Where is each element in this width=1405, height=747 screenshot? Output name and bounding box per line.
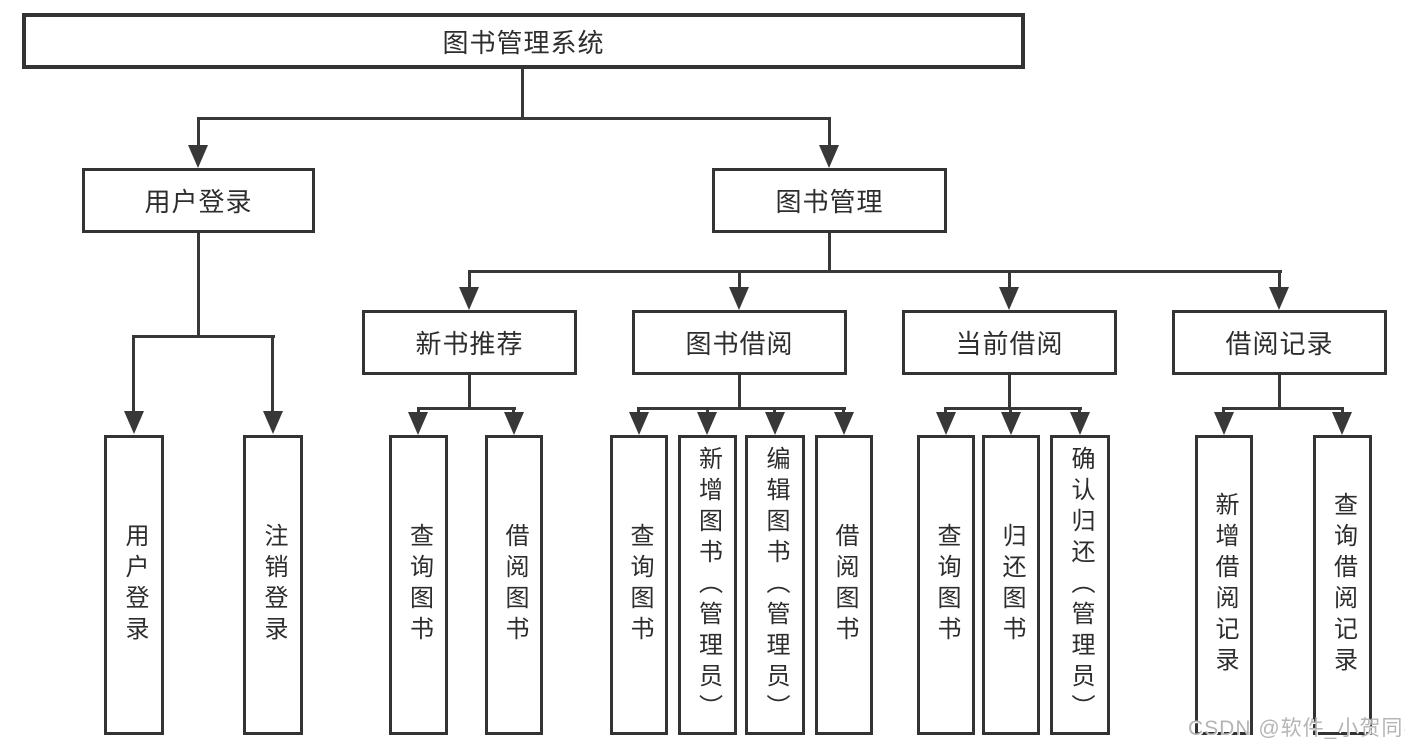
- connector-leaf-stem: [842, 407, 845, 414]
- connector-leaf-stem: [1009, 407, 1012, 414]
- leaf-confirm-return-admin: 确认归还（管理员）: [1050, 435, 1110, 735]
- arrowhead-to-leaf-add-books: [697, 412, 717, 435]
- connector-leaf-stem: [512, 407, 515, 414]
- leaf-label: 确认归还（管理员）: [1067, 445, 1094, 725]
- connector-book-mgmt-arrow-stem: [828, 117, 831, 147]
- connector-records-stem: [1278, 375, 1281, 409]
- arrowhead-to-leaf-query-books-2: [629, 412, 649, 435]
- leaf-borrow-books-recommend: 借阅图书: [485, 435, 543, 735]
- connector-book-mgmt-stem: [828, 233, 831, 272]
- leaf-label: 查询图书: [405, 523, 433, 647]
- arrowhead-to-leaf-query-books-3: [936, 412, 956, 435]
- leaf-label: 新增图书（管理员）: [694, 445, 722, 725]
- connector-current-stem: [1008, 375, 1011, 409]
- arrowhead-to-leaf-logout: [263, 411, 283, 434]
- connector-new-rec-arrow-stem: [468, 270, 471, 289]
- leaf-add-books-admin: 新增图书（管理员）: [678, 435, 737, 735]
- connector-borrowing-stem: [738, 375, 741, 409]
- connector-leaf-logout-stem: [271, 335, 274, 413]
- leaf-label: 注销登录: [260, 523, 287, 647]
- connector-leaf-stem: [1222, 407, 1225, 414]
- arrowhead-to-leaf-query-record: [1332, 412, 1352, 435]
- leaf-query-borrow-record: 查询借阅记录: [1313, 435, 1372, 735]
- arrowhead-to-user-login: [188, 145, 208, 168]
- connector-leaf-login-stem: [132, 335, 135, 413]
- node-label: 新书推荐: [415, 329, 524, 359]
- arrowhead-to-leaf-edit-books: [765, 412, 785, 435]
- leaf-add-borrow-record: 新增借阅记录: [1195, 435, 1253, 735]
- arrowhead-to-borrowing: [729, 287, 749, 310]
- connector-leaf-stem: [1341, 407, 1344, 414]
- node-book-borrowing: 图书借阅: [632, 310, 847, 375]
- node-library-management-system: 图书管理系统: [22, 13, 1025, 69]
- connector-borrowing-arrow-stem: [738, 270, 741, 289]
- connector-leaf-stem: [773, 407, 776, 414]
- leaf-label: 新增借阅记录: [1211, 492, 1238, 678]
- connector-root-stem: [521, 69, 524, 119]
- connector-level2-hline: [468, 270, 1282, 273]
- leaf-label: 归还图书: [998, 523, 1025, 647]
- node-book-management: 图书管理: [712, 168, 947, 233]
- node-label: 用户登录: [144, 187, 253, 217]
- node-label: 图书管理系统: [442, 27, 605, 58]
- leaf-query-books-current: 查询图书: [917, 435, 975, 735]
- arrowhead-to-leaf-confirm-return: [1070, 412, 1090, 435]
- leaf-label: 查询图书: [626, 523, 653, 647]
- arrowhead-to-new-rec: [459, 287, 479, 310]
- connector-user-login-stem: [197, 233, 200, 337]
- leaf-label: 用户登录: [121, 523, 148, 647]
- leaf-return-books: 归还图书: [982, 435, 1040, 735]
- leaf-edit-books-admin: 编辑图书（管理员）: [745, 435, 805, 735]
- connector-leaf-stem: [417, 407, 420, 414]
- leaf-logout-login: 注销登录: [243, 435, 303, 735]
- node-borrowing-records: 借阅记录: [1172, 310, 1387, 375]
- node-label: 图书管理: [775, 187, 884, 217]
- connector-user-login-hline: [132, 335, 275, 338]
- watermark: CSDN @软件_小贺同学: [1188, 717, 1405, 740]
- connector-leaf-stem: [1078, 407, 1081, 414]
- node-new-book-recommend: 新书推荐: [362, 310, 577, 375]
- connector-leaf-stem: [706, 407, 709, 414]
- node-label: 借阅记录: [1225, 329, 1334, 359]
- arrowhead-to-book-mgmt: [819, 145, 839, 168]
- connector-records-hline: [1222, 407, 1344, 410]
- arrowhead-to-current: [999, 287, 1019, 310]
- leaf-query-books-recommend: 查询图书: [389, 435, 448, 735]
- connector-current-hline: [944, 407, 1082, 410]
- connector-new-rec-stem: [468, 375, 471, 409]
- node-current-borrowing: 当前借阅: [902, 310, 1117, 375]
- connector-borrowing-hline: [637, 407, 846, 410]
- arrowhead-to-leaf-borrow-books-1: [504, 412, 524, 435]
- connector-current-arrow-stem: [1008, 270, 1011, 289]
- leaf-borrow-books-borrowing: 借阅图书: [815, 435, 873, 735]
- connector-leaf-stem: [944, 407, 947, 414]
- arrowhead-to-leaf-login: [124, 411, 144, 434]
- leaf-label: 借阅图书: [831, 523, 858, 647]
- leaf-label: 查询图书: [933, 523, 960, 647]
- leaf-label: 查询借阅记录: [1329, 492, 1357, 678]
- arrowhead-to-records: [1269, 287, 1289, 310]
- arrowhead-to-leaf-query-books-1: [408, 412, 428, 435]
- arrowhead-to-leaf-borrow-books-2: [834, 412, 854, 435]
- connector-user-login-arrow-stem: [197, 117, 200, 147]
- connector-records-arrow-stem: [1278, 270, 1281, 289]
- node-label: 当前借阅: [955, 329, 1064, 359]
- leaf-query-books-borrowing: 查询图书: [610, 435, 668, 735]
- connector-new-rec-hline: [417, 407, 516, 410]
- leaf-label: 借阅图书: [501, 523, 528, 647]
- connector-level1-hline: [197, 117, 831, 120]
- connector-leaf-stem: [637, 407, 640, 414]
- arrowhead-to-leaf-return-books: [1001, 412, 1021, 435]
- node-label: 图书借阅: [685, 329, 794, 359]
- leaf-label: 编辑图书（管理员）: [762, 445, 789, 725]
- node-user-login: 用户登录: [82, 168, 315, 233]
- arrowhead-to-leaf-add-record: [1214, 412, 1234, 435]
- leaf-user-login: 用户登录: [104, 435, 164, 735]
